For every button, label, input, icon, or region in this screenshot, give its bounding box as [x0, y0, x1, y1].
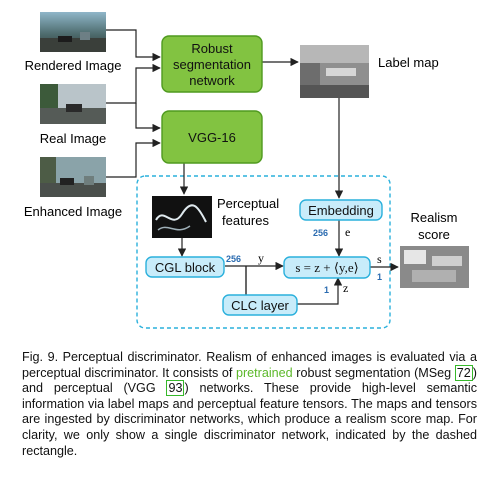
edge-label-256-embedding: 256 [313, 228, 328, 238]
edge-label-1-bottom: 1 [324, 285, 329, 295]
clc-layer-label: CLC layer [231, 298, 289, 313]
figure-diagram: Rendered Image Real Image Enhanced Image [24, 12, 469, 329]
realism-score-line2: score [418, 227, 450, 242]
realism-score-line1: Realism [411, 210, 458, 225]
segmentation-network-line1: Robust [191, 41, 233, 56]
rendered-image-thumbnail [40, 12, 106, 52]
edge-label-e: e [345, 225, 350, 239]
vgg16-label: VGG-16 [188, 130, 236, 145]
edge-label-y: y [258, 251, 264, 265]
discriminator-dashed-rect [136, 175, 391, 329]
edge-label-1-right: 1 [377, 272, 382, 282]
embedding-box: Embedding [299, 199, 383, 221]
caption-cite-72[interactable]: 72 [454, 364, 473, 381]
edge-label-z: z [343, 281, 348, 295]
figure-caption: Fig. 9. Perceptual discriminator. Realis… [22, 350, 477, 459]
vgg16-box: VGG-16 [161, 110, 263, 164]
formula-label: s = z + ⟨y,e⟩ [295, 260, 358, 275]
cgl-block-box: CGL block [145, 256, 225, 278]
segmentation-network-line3: network [189, 73, 235, 88]
caption-pretrained-link[interactable]: pretrained [235, 365, 293, 380]
segmentation-network-line2: segmentation [173, 57, 251, 72]
label-map-label: Label map [378, 55, 439, 70]
caption-mid1: robust segmentation (MSeg [292, 365, 455, 380]
enhanced-image-thumbnail [40, 157, 106, 197]
caption-tail: ) networks. These provide high-level sem… [22, 381, 477, 458]
rendered-image-label: Rendered Image [25, 58, 122, 73]
caption-cite-93[interactable]: 93 [166, 380, 185, 397]
embedding-label: Embedding [308, 203, 374, 218]
real-image-label: Real Image [40, 131, 106, 146]
perceptual-features-line2: features [222, 213, 269, 228]
clc-layer-box: CLC layer [222, 294, 298, 316]
caption-mid2: ) and perceptual (VGG [22, 365, 477, 396]
segmentation-network-box: Robust segmentation network [161, 35, 263, 93]
real-image-thumbnail [40, 84, 106, 124]
caption-lead: Fig. 9. Perceptual discriminator. Realis… [22, 350, 477, 380]
cgl-block-label: CGL block [155, 260, 216, 275]
perceptual-features-line1: Perceptual [217, 196, 279, 211]
edge-label-s: s [377, 252, 382, 266]
realism-score-thumbnail [400, 246, 469, 288]
edge-label-256-cgl: 256 [226, 254, 241, 264]
enhanced-image-label: Enhanced Image [24, 204, 122, 219]
label-map-thumbnail [300, 45, 369, 98]
formula-box: s = z + ⟨y,e⟩ [283, 256, 371, 279]
perceptual-features-thumbnail [152, 196, 212, 238]
